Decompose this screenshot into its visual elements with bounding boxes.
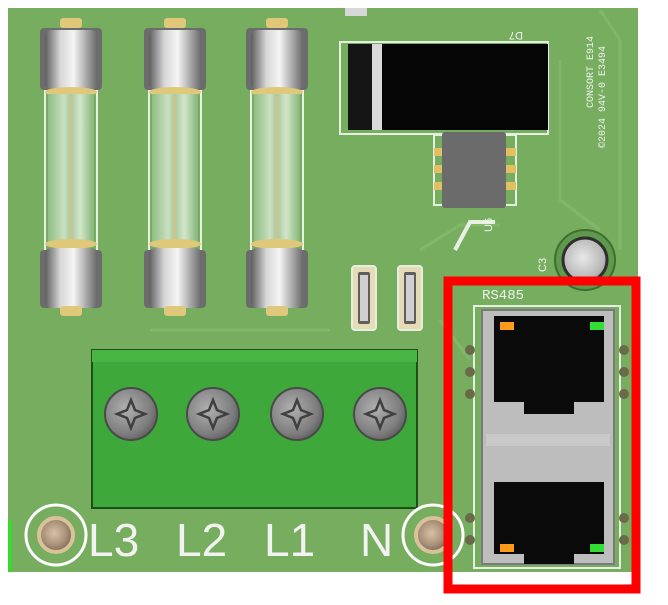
terminal-screw xyxy=(353,387,407,441)
diode-label: D7 xyxy=(509,29,523,41)
rj45-port-top xyxy=(494,316,604,414)
diode-component: D7 xyxy=(339,29,549,135)
terminal-screw xyxy=(270,387,324,441)
edge-text-line1: CONSORT E914 xyxy=(586,36,597,108)
edge-text-line2: ©2024 94V-0 E3494 xyxy=(597,46,609,148)
terminal-label-l1: L1 xyxy=(264,514,315,566)
mounting-hole-left xyxy=(24,503,88,567)
rj45-port-bottom xyxy=(494,482,604,564)
terminal-label-l3: L3 xyxy=(88,514,139,566)
rs485-label: RS485 xyxy=(482,288,524,304)
terminal-label-l2: L2 xyxy=(176,514,227,566)
led-green xyxy=(590,322,604,330)
fuse xyxy=(40,18,102,316)
highlight-box xyxy=(443,276,641,594)
led-green xyxy=(590,544,604,552)
rs485-connector: RS485 xyxy=(465,288,629,569)
fuse xyxy=(144,18,206,316)
chip-u6: U6 xyxy=(433,132,517,232)
terminal-block xyxy=(91,349,418,509)
led-orange xyxy=(500,544,514,552)
terminal-label-n: N xyxy=(360,514,393,566)
capacitor-label: C3 xyxy=(537,258,549,272)
fuse-row xyxy=(40,18,308,316)
terminal-screw xyxy=(186,387,240,441)
led-orange xyxy=(500,322,514,330)
terminal-screw xyxy=(104,387,158,441)
terminal-labels: L3 L2 L1 N xyxy=(88,514,393,566)
copper-traces xyxy=(150,9,622,361)
capacitor-c3: C3 xyxy=(537,229,616,291)
smd-parts xyxy=(351,265,423,331)
silk-line xyxy=(453,220,495,251)
chip-label: U6 xyxy=(483,218,495,232)
fuse xyxy=(246,18,308,316)
small-pad xyxy=(345,8,367,16)
